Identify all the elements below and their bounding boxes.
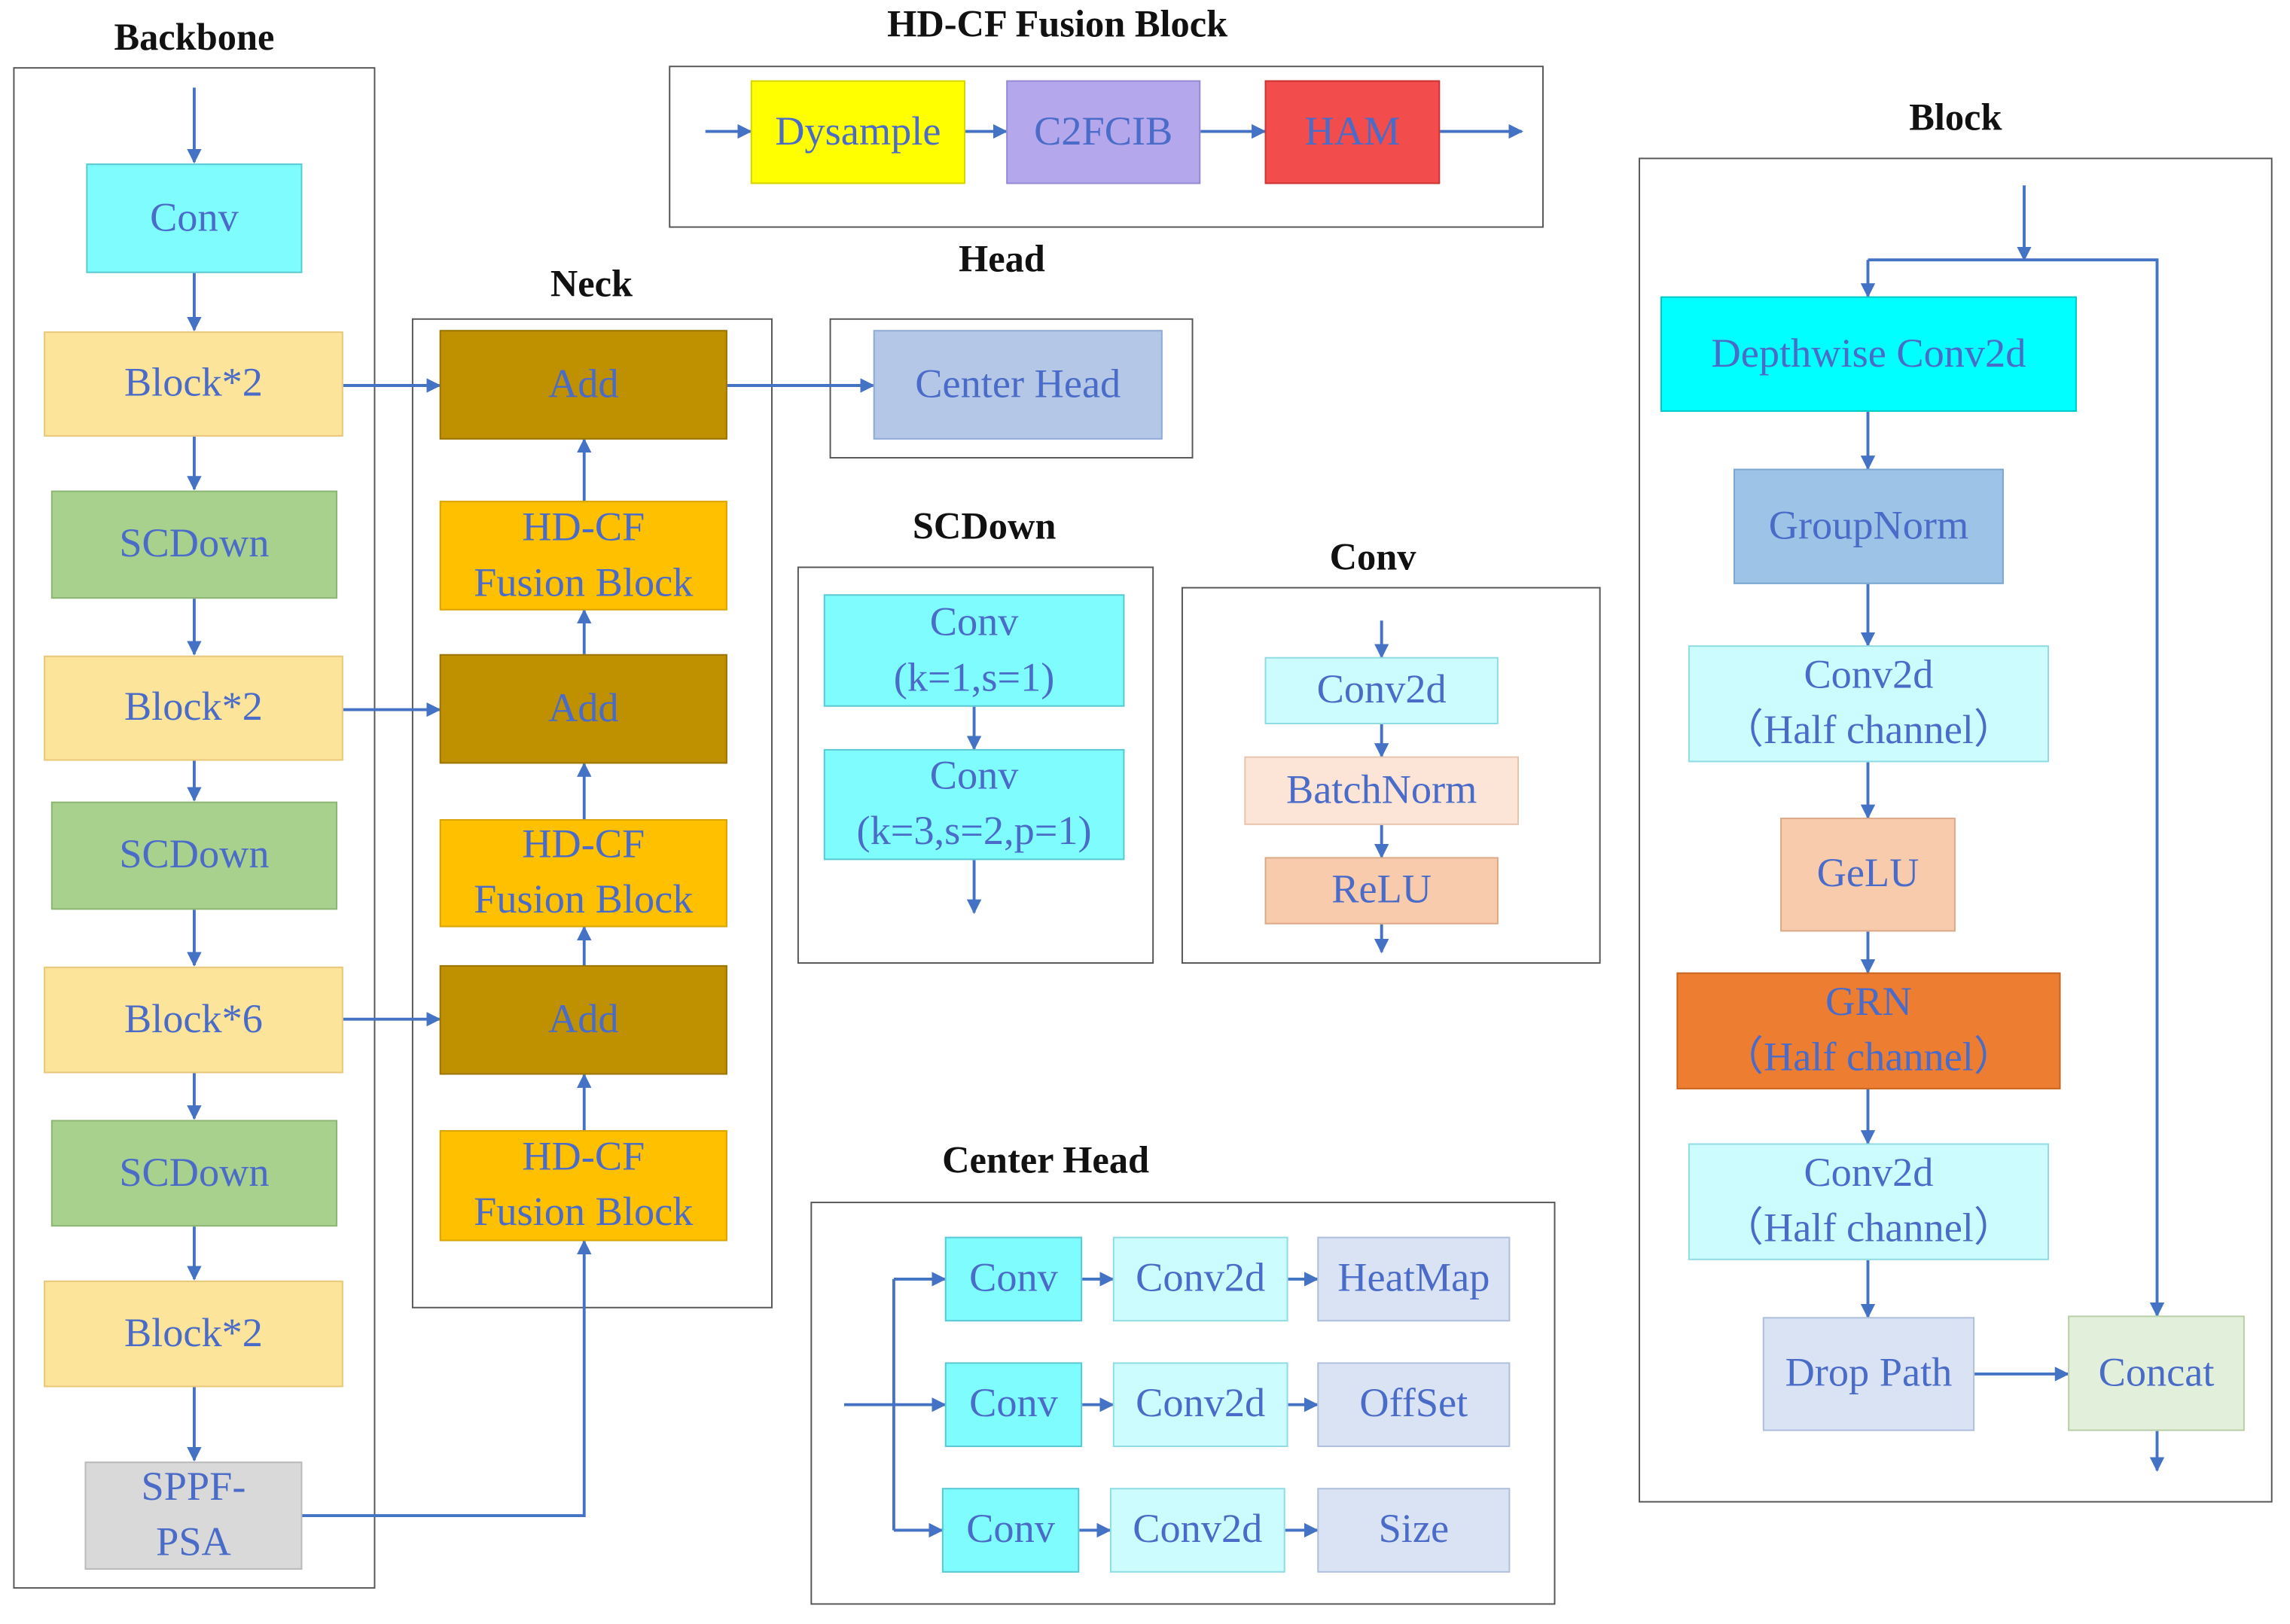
scdown-conv-1-line1: Conv	[929, 599, 1019, 645]
block-detail-title: Block	[1909, 96, 2002, 139]
conv-detail-batchnorm: BatchNorm	[1244, 756, 1519, 825]
backbone-scdown-1: SCDown	[50, 490, 338, 599]
neck-add-2: Add	[439, 654, 727, 764]
block-grn-line1: GRN	[1825, 980, 1912, 1025]
neck-fusion-2: HD-CF Fusion Block	[439, 819, 727, 928]
center-head-conv-2: Conv	[944, 1362, 1083, 1447]
block-conv2d-b: Conv2d （Half channel）	[1688, 1143, 2049, 1260]
center-head-conv2d-3: Conv2d	[1109, 1488, 1285, 1573]
block-grn: GRN （Half channel）	[1676, 972, 2061, 1089]
center-head-detail-title: Center Head	[942, 1138, 1150, 1181]
scdown-conv-2-line1: Conv	[929, 754, 1019, 800]
center-head-size: Size	[1317, 1488, 1511, 1573]
neck-panel	[411, 318, 773, 1309]
center-head-detail-panel	[810, 1202, 1556, 1605]
center-head-conv-3: Conv	[941, 1488, 1080, 1573]
block-concat: Concat	[2068, 1315, 2245, 1431]
fusion-block-title: HD-CF Fusion Block	[887, 2, 1228, 46]
block-drop-path: Drop Path	[1762, 1317, 1975, 1431]
head-panel	[829, 318, 1194, 459]
scdown-detail-panel	[797, 566, 1154, 964]
neck-title: Neck	[550, 263, 633, 306]
neck-fusion-1-line2: Fusion Block	[474, 559, 694, 605]
conv-detail-conv2d: Conv2d	[1264, 657, 1499, 724]
center-head-conv-1: Conv	[944, 1236, 1083, 1322]
center-head-conv2d-1: Conv2d	[1112, 1236, 1288, 1322]
sppf-label-line1: SPPF-	[141, 1464, 246, 1510]
block-conv2d-a-line2: （Half channel）	[1722, 708, 2015, 754]
c2fcib-block: C2FCIB	[1006, 80, 1201, 184]
conv-detail-panel	[1181, 587, 1601, 964]
center-head-conv2d-2: Conv2d	[1112, 1362, 1288, 1447]
backbone-block-4: Block*2	[44, 1280, 343, 1388]
block-conv2d-a: Conv2d （Half channel）	[1688, 645, 2049, 763]
block-groupnorm: GroupNorm	[1734, 468, 2004, 584]
center-head-offset: OffSet	[1317, 1362, 1511, 1447]
backbone-title: Backbone	[114, 16, 275, 59]
backbone-panel	[13, 67, 376, 1589]
backbone-scdown-3: SCDown	[50, 1120, 338, 1227]
conv-detail-title: Conv	[1329, 535, 1416, 579]
block-depthwise-conv2d: Depthwise Conv2d	[1660, 296, 2077, 412]
scdown-conv-1-line2: (k=1,s=1)	[893, 654, 1055, 700]
block-conv2d-a-line1: Conv2d	[1804, 653, 1934, 699]
block-conv2d-b-line2: （Half channel）	[1722, 1205, 2015, 1252]
neck-fusion-2-line2: Fusion Block	[474, 877, 694, 923]
scdown-conv-2: Conv (k=3,s=2,p=1)	[823, 748, 1125, 861]
neck-add-1: Add	[439, 330, 727, 440]
dysample-block: Dysample	[750, 80, 965, 184]
backbone-sppf-psa: SPPF- PSA	[84, 1461, 303, 1570]
neck-fusion-3: HD-CF Fusion Block	[439, 1130, 727, 1242]
scdown-conv-2-line2: (k=3,s=2,p=1)	[856, 809, 1092, 855]
backbone-block-3: Block*6	[44, 966, 343, 1074]
fusion-block-panel	[669, 66, 1544, 228]
head-title: Head	[958, 238, 1045, 281]
backbone-scdown-2: SCDown	[50, 801, 338, 910]
center-head-heatmap: HeatMap	[1317, 1236, 1511, 1322]
sppf-label-line2: PSA	[156, 1519, 231, 1566]
block-detail-panel	[1639, 157, 2273, 1503]
conv-detail-relu: ReLU	[1264, 857, 1499, 925]
backbone-block-2: Block*2	[44, 655, 343, 761]
scdown-detail-title: SCDown	[912, 505, 1057, 548]
neck-fusion-1: HD-CF Fusion Block	[439, 501, 727, 611]
backbone-conv-block: Conv	[86, 163, 303, 273]
neck-fusion-3-line2: Fusion Block	[474, 1190, 694, 1236]
head-center-head: Center Head	[873, 330, 1163, 440]
neck-add-3: Add	[439, 964, 727, 1075]
block-grn-line2: （Half channel）	[1722, 1035, 2015, 1081]
scdown-conv-1: Conv (k=1,s=1)	[823, 594, 1125, 707]
backbone-block-1: Block*2	[44, 331, 343, 437]
ham-block: HAM	[1264, 80, 1441, 184]
neck-fusion-3-line1: HD-CF	[522, 1135, 645, 1181]
neck-fusion-2-line1: HD-CF	[522, 822, 645, 868]
block-conv2d-b-line1: Conv2d	[1804, 1150, 1934, 1196]
block-gelu: GeLU	[1780, 818, 1956, 932]
neck-fusion-1-line1: HD-CF	[522, 504, 645, 550]
